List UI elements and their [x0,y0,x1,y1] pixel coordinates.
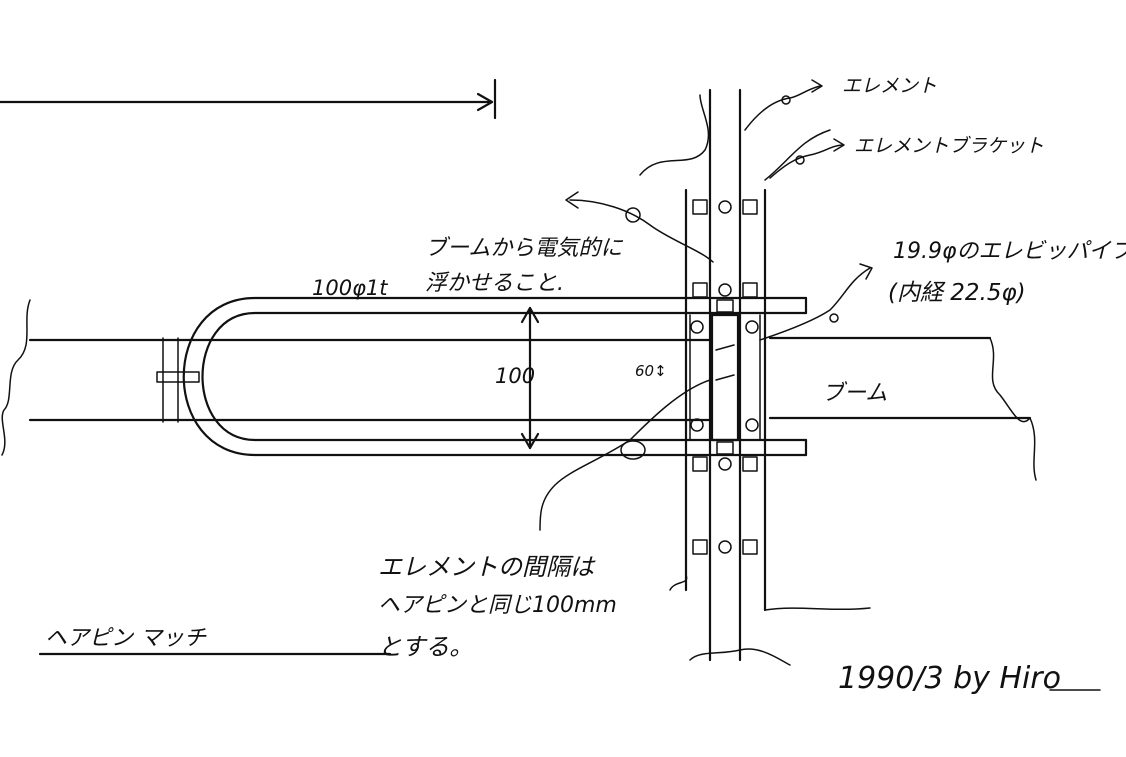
leader-insulate-note [565,191,714,263]
top-dimension-line [0,78,497,120]
label-span: 100 [495,364,535,388]
label-pipe-inner: (内経 22.5φ) [888,280,1026,306]
label-gap: 60↕ [635,362,667,380]
element [639,88,791,666]
boom [1,299,1037,481]
span-dimension [520,306,540,450]
diagram-title: ヘアピン マッチ [45,626,207,651]
hairpin-loop [182,296,808,457]
leader-spacing-note [539,379,711,531]
leader-element-bracket [769,138,845,179]
insulator-block [689,299,761,455]
label-pipe-diameter: 19.9φのエレビッパイプ [893,239,1126,264]
label-element-bracket: エレメントブラケット [854,135,1044,157]
label-spacing-note-1: エレメントの間隔は [378,553,596,581]
label-insulate-note-1: ブームから電気的に [425,236,623,261]
label-insulate-note-2: 浮かせること. [425,271,564,296]
leader-element [744,79,823,131]
label-spacing-note-3: とする。 [378,633,473,661]
label-element: エレメント [842,75,937,97]
leader-pipe [759,263,873,341]
label-pipe-spec: 100φ1t [312,276,388,300]
label-boom: ブーム [822,381,887,406]
element-bracket [669,129,871,612]
signature: 1990/3 by Hiro [838,661,1061,696]
label-spacing-note-2: ヘアピンと同じ100mm [378,593,617,618]
